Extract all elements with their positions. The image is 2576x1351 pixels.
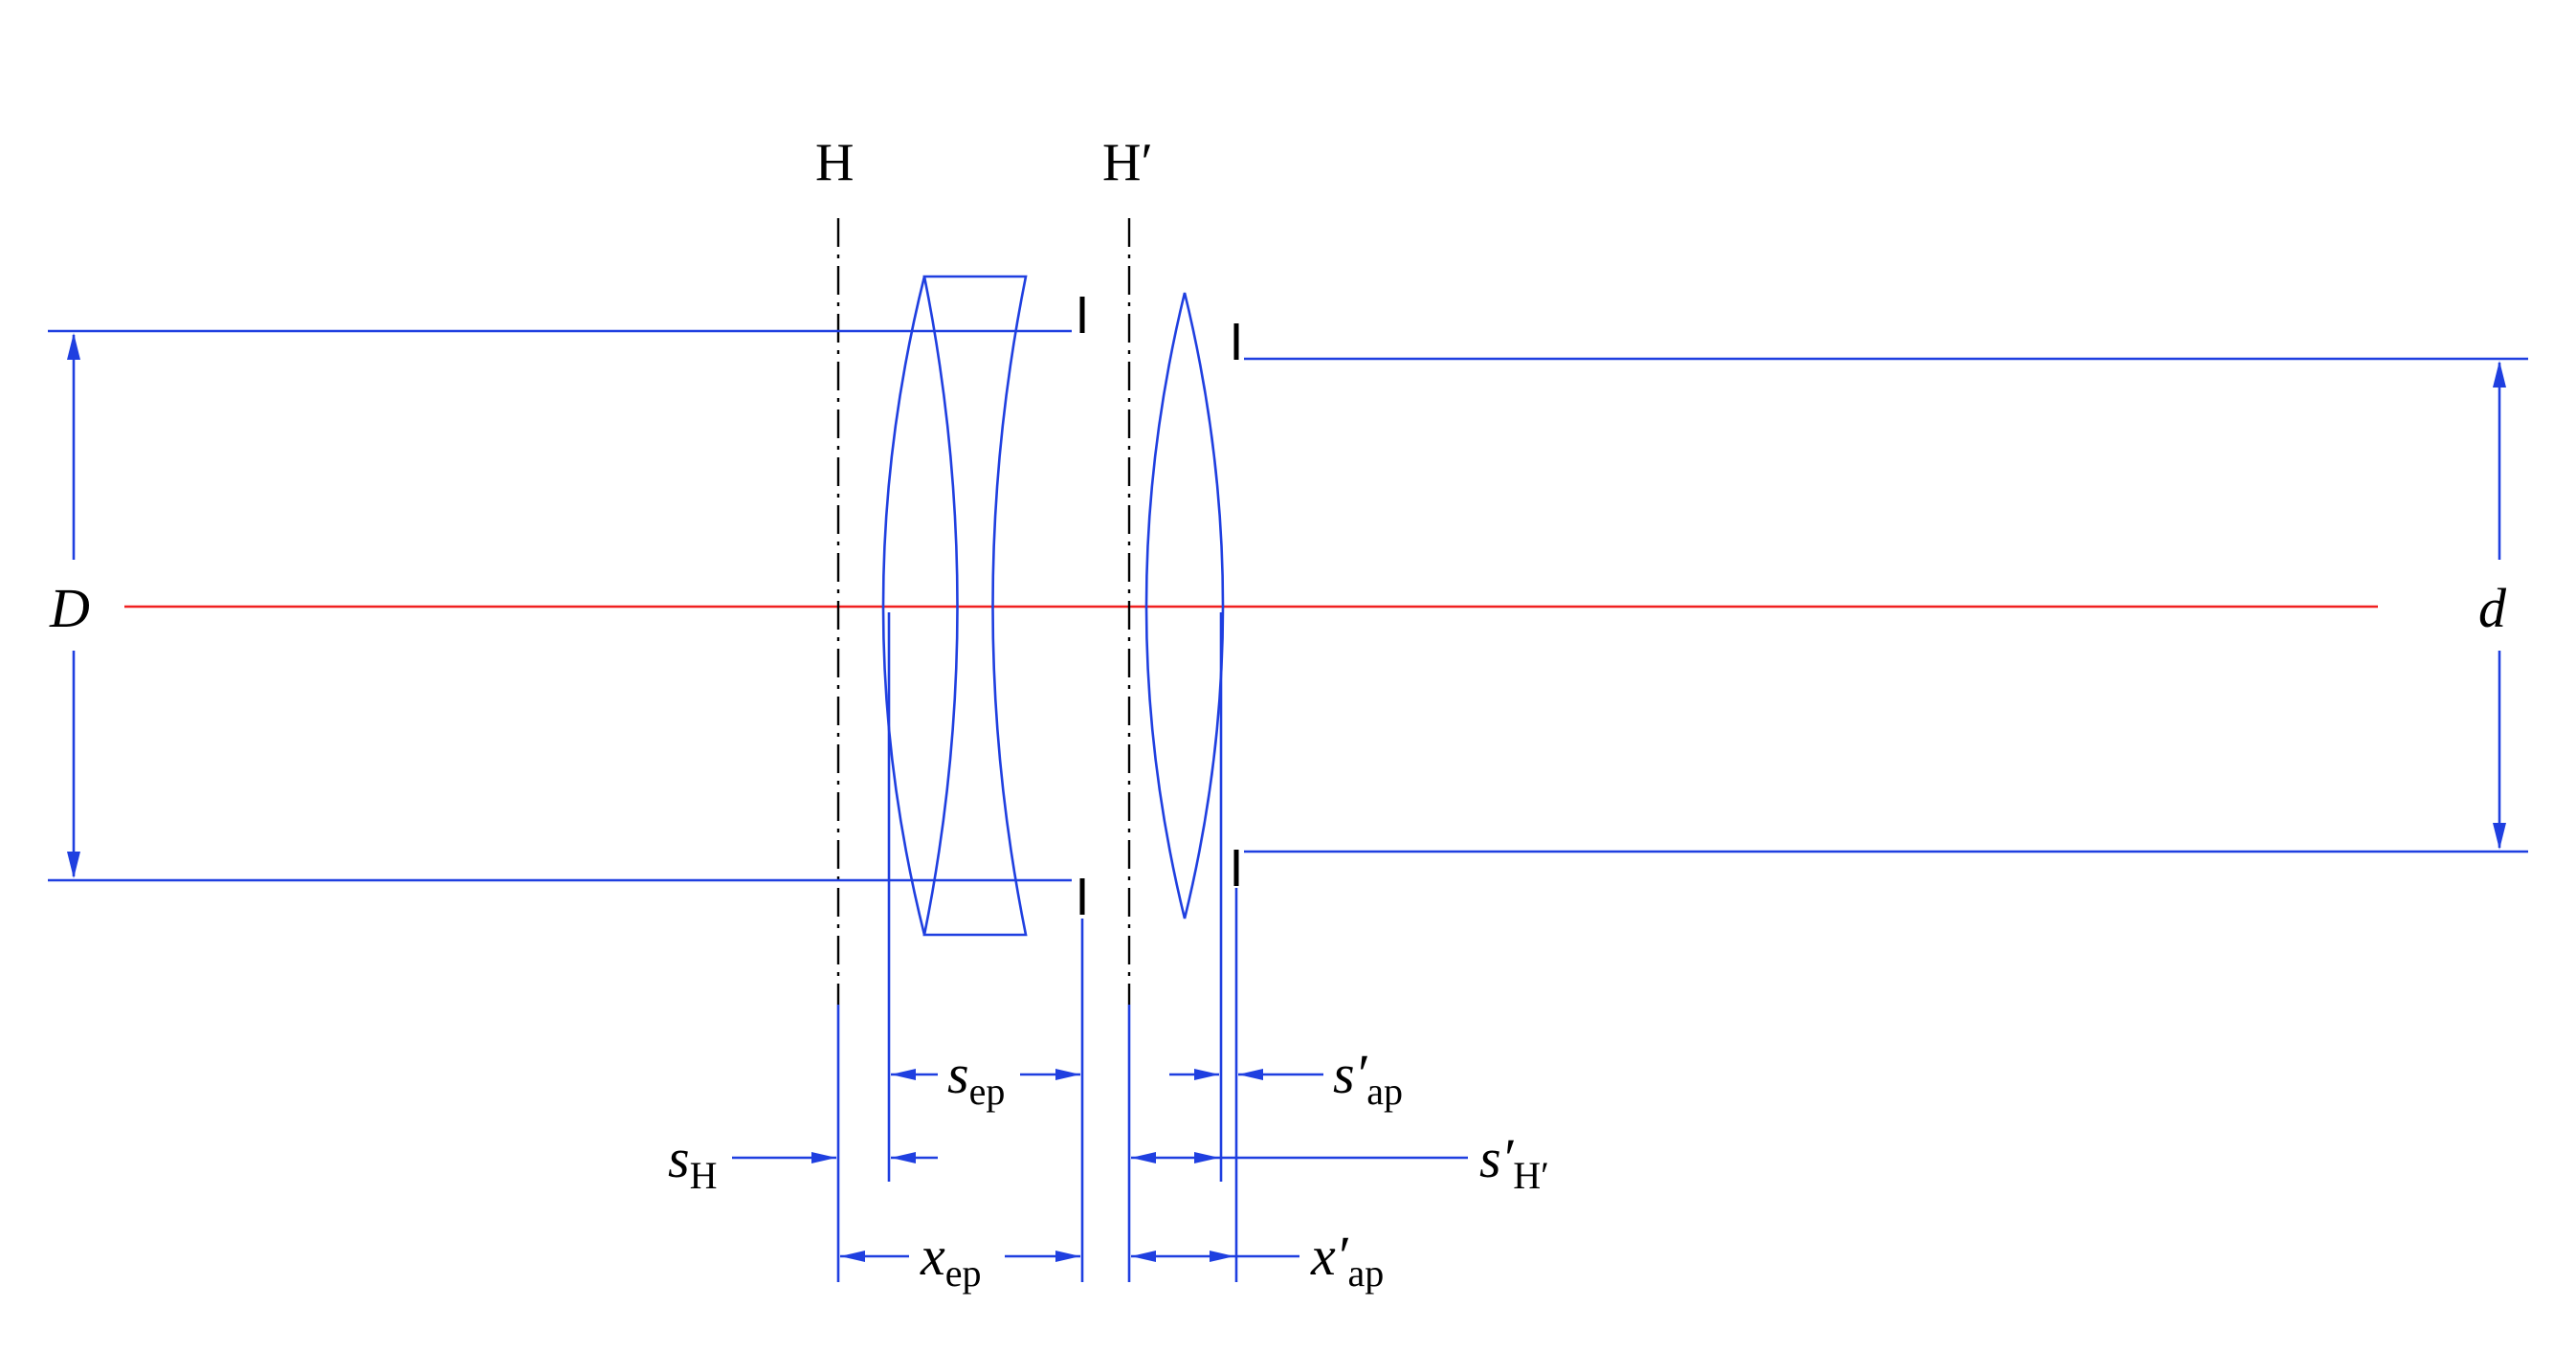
dimension-d-entrance [67, 333, 80, 878]
label-h: H [815, 133, 854, 192]
dimension-d-exit [2493, 361, 2506, 850]
label-d-entrance: D [49, 577, 90, 639]
negative-lens [881, 275, 1028, 937]
label-s-h-prime: s′H′ [1479, 1127, 1549, 1197]
label-d-exit: d [2478, 577, 2507, 639]
dimension-s-ep [891, 1069, 1080, 1080]
dimension-s-ap-prime [1169, 1069, 1323, 1080]
positive-lens [1144, 292, 1225, 919]
label-s-ep: sep [947, 1043, 1005, 1113]
label-s-ap-prime: s′ap [1333, 1043, 1403, 1113]
label-x-ep: xep [920, 1225, 982, 1295]
dimension-s-h-prime [1131, 1152, 1468, 1163]
label-h-prime: H′ [1102, 133, 1153, 192]
label-x-ap-prime: x′ap [1310, 1225, 1384, 1295]
dimension-x-ep [840, 1251, 1080, 1262]
dimension-s-h [732, 1152, 938, 1163]
dimension-x-ap-prime [1131, 1251, 1299, 1262]
label-s-h: sH [668, 1127, 717, 1197]
